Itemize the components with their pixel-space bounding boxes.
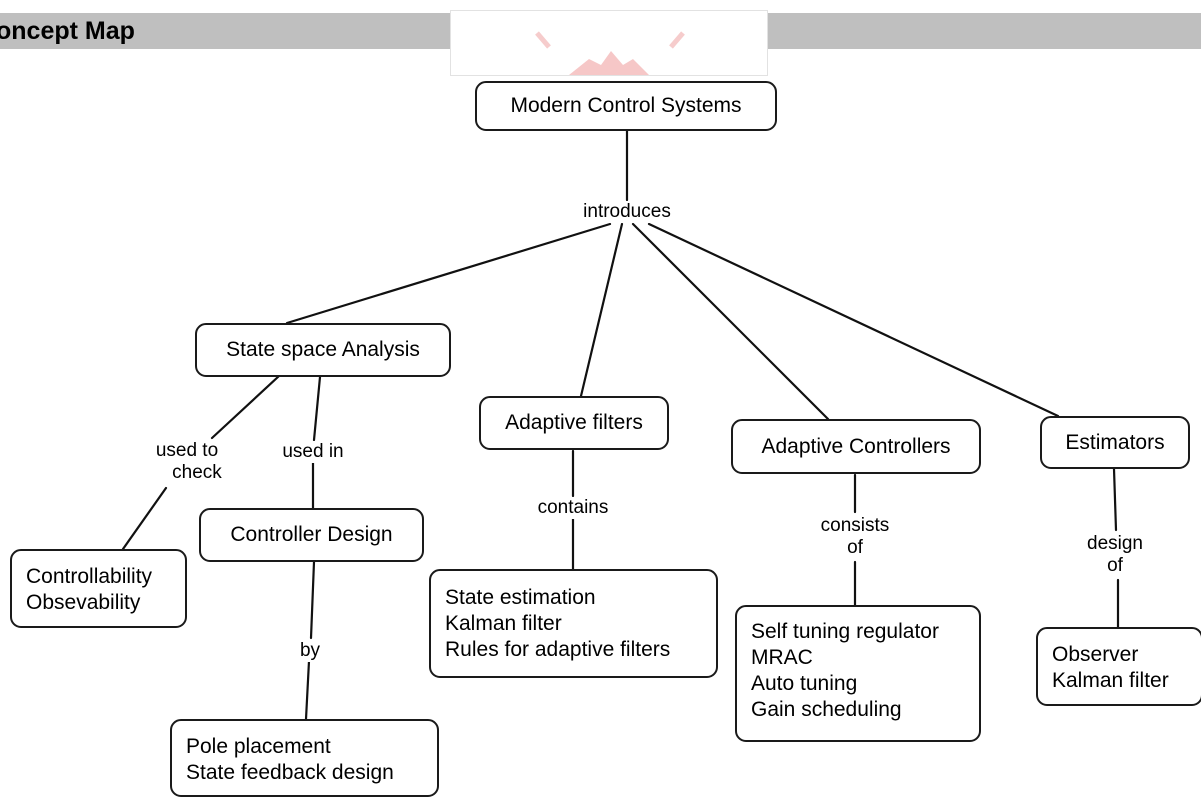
edge-hub-state-space <box>285 222 612 325</box>
node-controller-types[interactable]: Self tuning regulator MRAC Auto tuning G… <box>735 605 981 742</box>
edge-controller-design-by <box>309 560 316 640</box>
edge-hub-estimators <box>647 222 1060 418</box>
edge-hub-adaptive-filters <box>579 222 624 398</box>
node-estimator-types[interactable]: Observer Kalman filter <box>1036 627 1201 706</box>
link-label-consists-of: consists of <box>818 515 892 559</box>
node-adaptive-filters[interactable]: Adaptive filters <box>479 396 669 450</box>
label-line: of <box>1107 555 1123 576</box>
node-line: Pole placement <box>186 735 331 758</box>
node-line: Kalman filter <box>1052 669 1169 692</box>
edge-hub-adaptive-controllers <box>631 222 830 421</box>
node-adaptive-controllers[interactable]: Adaptive Controllers <box>731 419 981 474</box>
node-line: Auto tuning <box>751 672 858 695</box>
node-filter-contents[interactable]: State estimation Kalman filter Rules for… <box>429 569 718 678</box>
node-controllability-observability[interactable]: Controllability Obsevability <box>10 549 187 628</box>
label-line: consists <box>820 515 890 536</box>
node-line: Obsevability <box>26 591 141 614</box>
link-label-design-of: design of <box>1080 533 1150 577</box>
label-line: design <box>1087 533 1143 554</box>
edge-estimators-design <box>1112 467 1118 532</box>
node-state-space-analysis[interactable]: State space Analysis <box>195 323 451 377</box>
node-line: Kalman filter <box>445 612 562 635</box>
node-pole-placement[interactable]: Pole placement State feedback design <box>170 719 439 797</box>
node-line: State feedback design <box>186 761 394 784</box>
link-label-used-in: used in <box>273 441 353 463</box>
node-modern-control-systems[interactable]: Modern Control Systems <box>475 81 777 131</box>
edge-state-space-used-to <box>210 374 281 440</box>
page-title: oncept Map <box>0 17 135 45</box>
node-line: Self tuning regulator <box>751 620 939 643</box>
node-controller-design[interactable]: Controller Design <box>199 508 424 562</box>
link-label-used-to-check: used to check <box>142 440 232 484</box>
link-label-by: by <box>290 640 330 662</box>
watermark-logo <box>450 10 768 76</box>
link-label-contains: contains <box>528 497 618 519</box>
watermark-emblem <box>535 31 685 75</box>
link-label-introduces: introduces <box>575 201 679 223</box>
node-line: State estimation <box>445 586 596 609</box>
node-line: Observer <box>1052 643 1139 666</box>
label-line: of <box>847 537 863 558</box>
label-line: check <box>172 462 222 483</box>
node-line: MRAC <box>751 646 813 669</box>
node-line: Rules for adaptive filters <box>445 638 671 661</box>
edge-state-space-used-in <box>312 375 322 442</box>
edge-check-controllability <box>121 486 168 551</box>
label-line: used to <box>155 440 219 461</box>
node-line: Gain scheduling <box>751 698 902 721</box>
edge-by-pole-placement <box>304 659 311 721</box>
node-line: Controllability <box>26 565 153 588</box>
node-estimators[interactable]: Estimators <box>1040 416 1190 469</box>
